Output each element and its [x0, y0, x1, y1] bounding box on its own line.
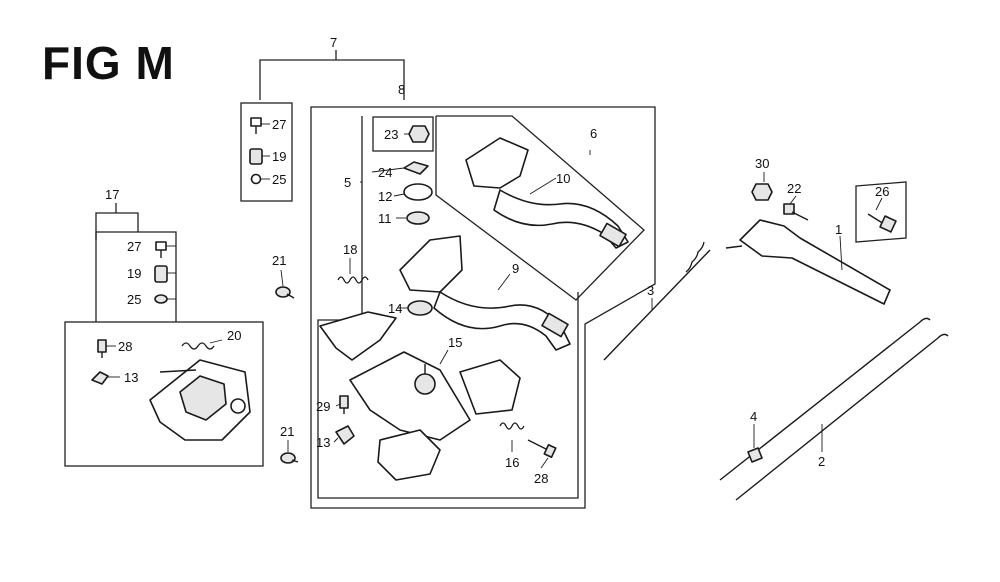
- clip-13-icon: [335, 425, 355, 445]
- callout-18: 18: [343, 242, 357, 257]
- spring-18-icon: [337, 276, 369, 284]
- nipple-19-icon: [154, 265, 168, 283]
- callout-19: 19: [127, 266, 141, 281]
- control-assembly-frame-8: [310, 106, 656, 509]
- control-base-plate-icon: [149, 359, 251, 441]
- callout-28: 28: [534, 471, 548, 486]
- bracket-15-icon: [319, 311, 521, 481]
- group-17-bracket: [95, 203, 139, 240]
- callout-1: 1: [835, 222, 842, 237]
- callout-19: 19: [272, 149, 286, 164]
- lever-10-icon: [465, 137, 629, 249]
- washer-14-icon: [407, 300, 433, 316]
- screw-21-icon: [275, 286, 295, 299]
- callout-9: 9: [512, 261, 519, 276]
- callout-10: 10: [556, 171, 570, 186]
- part-26-box: [855, 181, 907, 243]
- leader-lines: [106, 123, 883, 469]
- callout-7: 7: [330, 35, 337, 50]
- callout-15: 15: [448, 335, 462, 350]
- bolt-28-icon: [97, 339, 107, 358]
- figure-title: FIG M: [42, 37, 175, 89]
- nut-30-icon: [751, 183, 773, 201]
- callout-27: 27: [127, 239, 141, 254]
- callout-12: 12: [378, 189, 392, 204]
- spring-20-icon: [181, 342, 215, 350]
- callout-27: 27: [272, 117, 286, 132]
- clip-4-icon: [747, 447, 763, 463]
- nut-box-23: [372, 116, 434, 152]
- callout-22: 22: [787, 181, 801, 196]
- callout-26: 26: [875, 184, 889, 199]
- washer-25-icon: [154, 294, 168, 304]
- callout-28: 28: [118, 339, 132, 354]
- lever-9-icon: [399, 235, 571, 351]
- wing-bolt-24-icon: [403, 161, 429, 175]
- bolt-27-icon: [155, 241, 167, 258]
- callout-3: 3: [647, 283, 654, 298]
- callout-16: 16: [505, 455, 519, 470]
- subframe-5: [317, 116, 579, 499]
- bolt-27-icon: [250, 117, 262, 134]
- callout-24: 24: [378, 165, 392, 180]
- callout-6: 6: [590, 126, 597, 141]
- screw-21-icon: [280, 452, 299, 464]
- group-7-bracket: [259, 50, 405, 100]
- washer-12-icon: [403, 183, 433, 201]
- callout-13: 13: [316, 435, 330, 450]
- nut-23-icon: [408, 125, 430, 143]
- callout-25: 25: [127, 292, 141, 307]
- clip-13-icon: [91, 371, 109, 385]
- callout-13: 13: [124, 370, 138, 385]
- subkit-box-7: [240, 102, 293, 202]
- callout-5: 5: [344, 175, 351, 190]
- callout-25: 25: [272, 172, 286, 187]
- bolt-22-icon: [783, 203, 809, 221]
- callout-17: 17: [105, 187, 119, 202]
- callout-21: 21: [272, 253, 286, 268]
- callout-11: 11: [378, 211, 392, 226]
- washer-11-icon: [406, 211, 430, 225]
- lever-1-icon: [725, 219, 891, 305]
- bolt-28-icon: [527, 439, 557, 459]
- callout-4: 4: [750, 409, 757, 424]
- callout-23: 23: [384, 127, 398, 142]
- callout-30: 30: [755, 156, 769, 171]
- callout-21: 21: [280, 424, 294, 439]
- cable-3-icon: [603, 241, 711, 361]
- spring-16-icon: [499, 422, 525, 430]
- callout-2: 2: [818, 454, 825, 469]
- frame-6-outline: [435, 115, 645, 301]
- bolt-29-icon: [339, 395, 349, 414]
- subkit-box-17: [95, 231, 177, 322]
- callout-29: 29: [316, 399, 330, 414]
- nipple-19-icon: [249, 148, 263, 165]
- callout-8: 8: [398, 82, 405, 97]
- control-box-assembly-frame: [64, 321, 264, 467]
- callout-14: 14: [388, 301, 402, 316]
- callout-20: 20: [227, 328, 241, 343]
- bolt-26-icon: [867, 213, 897, 233]
- washer-25-icon: [250, 173, 262, 185]
